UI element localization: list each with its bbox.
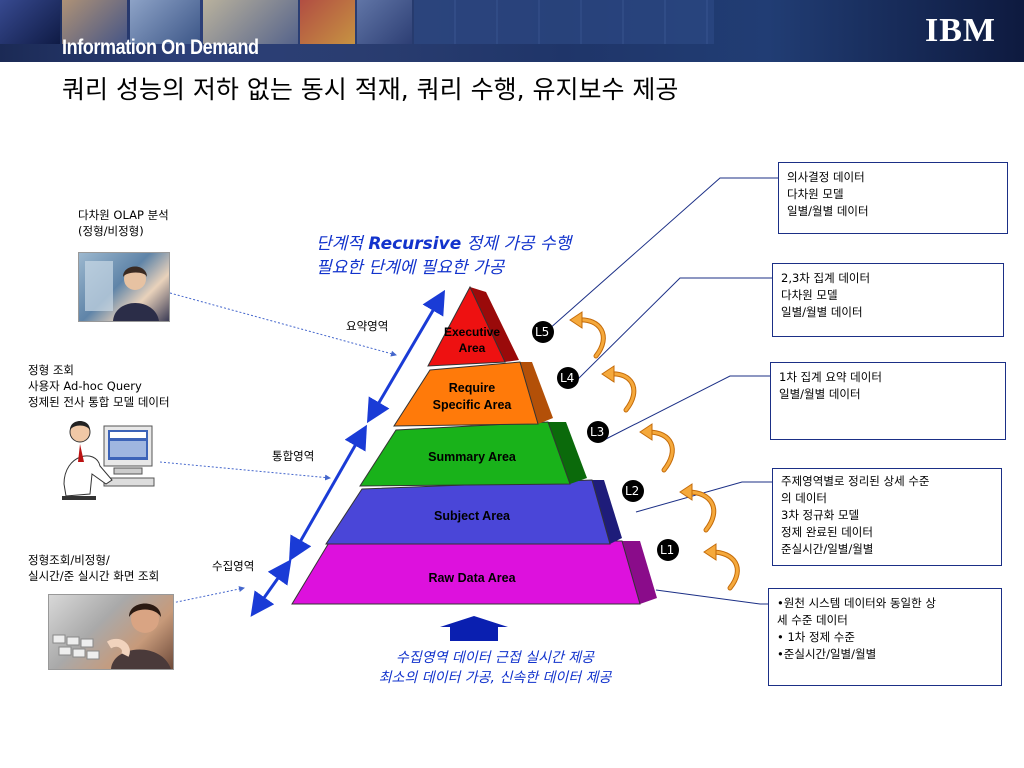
executive-side — [470, 287, 519, 362]
raw-data-side — [622, 541, 657, 604]
banner-photo-tile — [130, 0, 200, 44]
raw-data-area-label: Raw Data Area — [428, 571, 516, 585]
level-badge — [622, 480, 644, 502]
executive-layer — [427, 285, 506, 367]
level-connector — [547, 177, 778, 331]
zone-label-summary: 요약영역 — [346, 319, 389, 333]
header-banner: Information On Demand IBM — [0, 0, 1024, 62]
realtime-user-photo — [48, 594, 174, 670]
recursive-headline: 단계적 Recursive 정제 가공 수행 필요한 단계에 필요한 가공 — [316, 234, 572, 278]
curved-arrow-heads — [569, 311, 717, 561]
user-olap-caption: 다차원 OLAP 분석(정형/비정형) — [78, 208, 169, 238]
olap-user-photo — [78, 252, 170, 322]
level-connector — [635, 481, 772, 513]
user-realtime-caption: 정형조회/비정형/실시간/준 실시간 화면 조회 — [28, 553, 160, 583]
level-badge — [657, 539, 679, 561]
level-label-l4: L4 — [560, 371, 575, 385]
require-side — [520, 362, 553, 424]
level-badge — [587, 421, 609, 443]
subject-side — [592, 480, 622, 544]
banner-photo-tile — [300, 0, 355, 44]
zone-arrow-integration — [289, 424, 367, 562]
level-badge — [532, 321, 554, 343]
subject-area-label: Subject Area — [434, 509, 510, 523]
page-title: 쿼리 성능의 저하 없는 동시 적재, 쿼리 수행, 유지보수 제공 — [62, 75, 679, 104]
level-connector — [655, 589, 770, 605]
adhoc-user-illustration — [56, 414, 160, 500]
banner-photo-tile — [62, 0, 127, 44]
banner-photo-tile — [203, 0, 298, 44]
level-label-l3: L3 — [590, 425, 605, 439]
zone-arrow-summary — [366, 289, 446, 424]
level-label-l1: L1 — [660, 543, 675, 557]
level-label-l2: L2 — [625, 484, 640, 498]
level-connector — [572, 277, 772, 385]
collection-note: 수집영역 데이터 근접 실시간 제공 최소의 데이터 가공, 신속한 데이터 제… — [378, 650, 612, 686]
up-arrow-icon — [440, 616, 508, 641]
user-connector — [169, 292, 397, 357]
zone-label-collection: 수집영역 — [212, 559, 255, 573]
level-label-l5: L5 — [535, 325, 550, 339]
level-badge — [557, 367, 579, 389]
level-badges — [532, 321, 679, 561]
ibm-logo: IBM — [925, 12, 996, 49]
banner-photo-tile — [357, 0, 412, 44]
banner-grid — [414, 0, 714, 44]
summary-area-label: Summary Area — [428, 450, 516, 464]
summary-side — [548, 422, 587, 484]
zone-arrow-collection — [250, 559, 292, 617]
user-connector — [159, 461, 331, 481]
zone-label-integration: 통합영역 — [272, 449, 315, 463]
user-connector — [171, 586, 245, 604]
recursive-arrows-highlight — [576, 318, 739, 590]
level-connector — [603, 375, 770, 441]
banner-photo-tile — [0, 0, 60, 44]
banner-title: Information On Demand — [62, 36, 259, 59]
